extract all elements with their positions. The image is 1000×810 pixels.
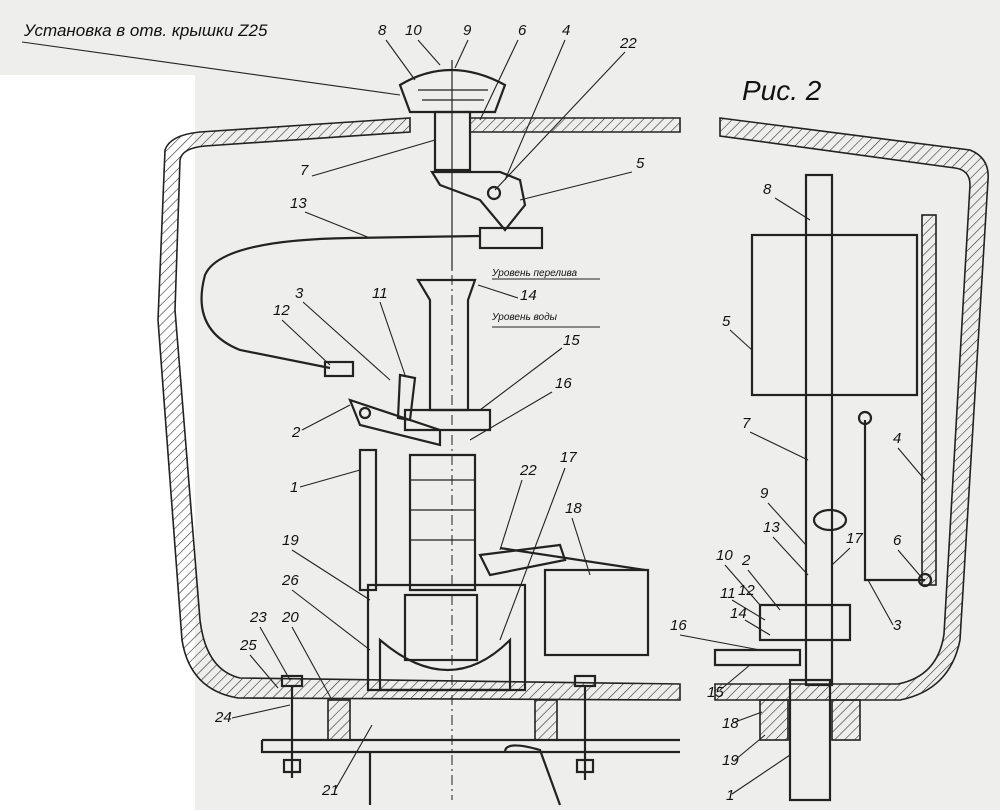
title-text: Установка в отв. крышки Z25 (23, 21, 268, 40)
right-outlet (788, 678, 832, 802)
left-callouts: 1 2 3 4 5 6 7 8 9 10 11 12 13 14 15 16 1… (214, 22, 645, 799)
callout-l-19: 19 (282, 532, 299, 549)
callout-l-8: 8 (378, 22, 387, 39)
right-link (863, 420, 925, 582)
callout-l-18: 18 (565, 500, 582, 517)
callout-r-11: 11 (720, 585, 736, 602)
figure-label: Рис. 2 (742, 75, 822, 106)
callout-r-14: 14 (730, 605, 747, 622)
callout-r-9: 9 (760, 485, 769, 502)
left-lid-right (469, 117, 681, 133)
callout-r-5: 5 (722, 313, 731, 330)
callout-l-12: 12 (273, 302, 290, 319)
callout-r-1: 1 (726, 787, 734, 804)
callout-l-23: 23 (249, 609, 267, 626)
callout-r-12: 12 (738, 582, 755, 599)
callout-r-7: 7 (742, 415, 751, 432)
callout-l-6: 6 (518, 22, 527, 39)
right-bolt (573, 674, 597, 780)
callout-l-9: 9 (463, 22, 472, 39)
callout-l-25: 25 (239, 637, 257, 654)
callout-r-17: 17 (846, 530, 863, 547)
overflow-tube (403, 278, 492, 592)
callout-l-15: 15 (563, 332, 580, 349)
left-bolt (280, 674, 304, 778)
left-tank (157, 117, 681, 806)
left-tank-wall (157, 117, 681, 701)
drain-valve (366, 543, 650, 692)
callout-l-17: 17 (560, 449, 577, 466)
callout-r-8: 8 (763, 181, 772, 198)
right-tank-wall (714, 117, 989, 701)
callout-l-16: 16 (555, 375, 572, 392)
right-inlet (713, 648, 802, 667)
left-gasket (327, 699, 351, 741)
callout-l-10: 10 (405, 22, 422, 39)
callout-l-14: 14 (520, 287, 537, 304)
right-cap (812, 508, 848, 532)
title-leader (21, 41, 401, 96)
callout-r-19: 19 (722, 752, 739, 769)
right-gasket (534, 699, 558, 741)
callout-r-18: 18 (722, 715, 739, 732)
callout-l-4: 4 (562, 22, 570, 39)
callout-l-24: 24 (214, 709, 232, 726)
callout-l-11: 11 (372, 285, 388, 302)
right-float (750, 233, 919, 397)
callout-l-26: 26 (281, 572, 299, 589)
callout-l-20: 20 (281, 609, 299, 626)
lever-rod (200, 234, 481, 370)
callout-r-15: 15 (707, 684, 724, 701)
callout-r-2: 2 (741, 552, 751, 569)
right-stem (804, 173, 834, 687)
right-valve-seat (758, 603, 852, 642)
right-tank (713, 117, 989, 802)
callout-r-13: 13 (763, 519, 780, 536)
push-button-assembly (398, 60, 527, 270)
float-18 (543, 568, 650, 657)
lever-end (478, 226, 544, 250)
right-callouts: 1 2 3 4 5 6 7 8 9 10 11 12 13 14 15 16 1… (670, 181, 926, 804)
right-gasket-r (831, 699, 861, 741)
callout-l-22b: 22 (619, 35, 637, 52)
callout-r-16: 16 (670, 617, 687, 634)
callout-l-7: 7 (300, 162, 309, 179)
callout-l-1: 1 (290, 479, 298, 496)
callout-l-22a: 22 (519, 462, 537, 479)
callout-r-4: 4 (893, 430, 901, 447)
callout-r-3: 3 (893, 617, 902, 634)
right-gasket-l (759, 699, 789, 741)
water-level-label: Уровень воды (491, 312, 558, 323)
callout-l-3: 3 (295, 285, 304, 302)
callout-l-5: 5 (636, 155, 645, 172)
callout-r-6: 6 (893, 532, 902, 549)
callout-l-13: 13 (290, 195, 307, 212)
overflow-level-label: Уровень перелива (491, 268, 578, 279)
drain-outlet (368, 744, 562, 806)
callout-l-21: 21 (321, 782, 339, 799)
callout-l-2: 2 (291, 424, 301, 441)
right-rack (921, 214, 937, 586)
float-lever (323, 360, 442, 592)
callout-r-10: 10 (716, 547, 733, 564)
